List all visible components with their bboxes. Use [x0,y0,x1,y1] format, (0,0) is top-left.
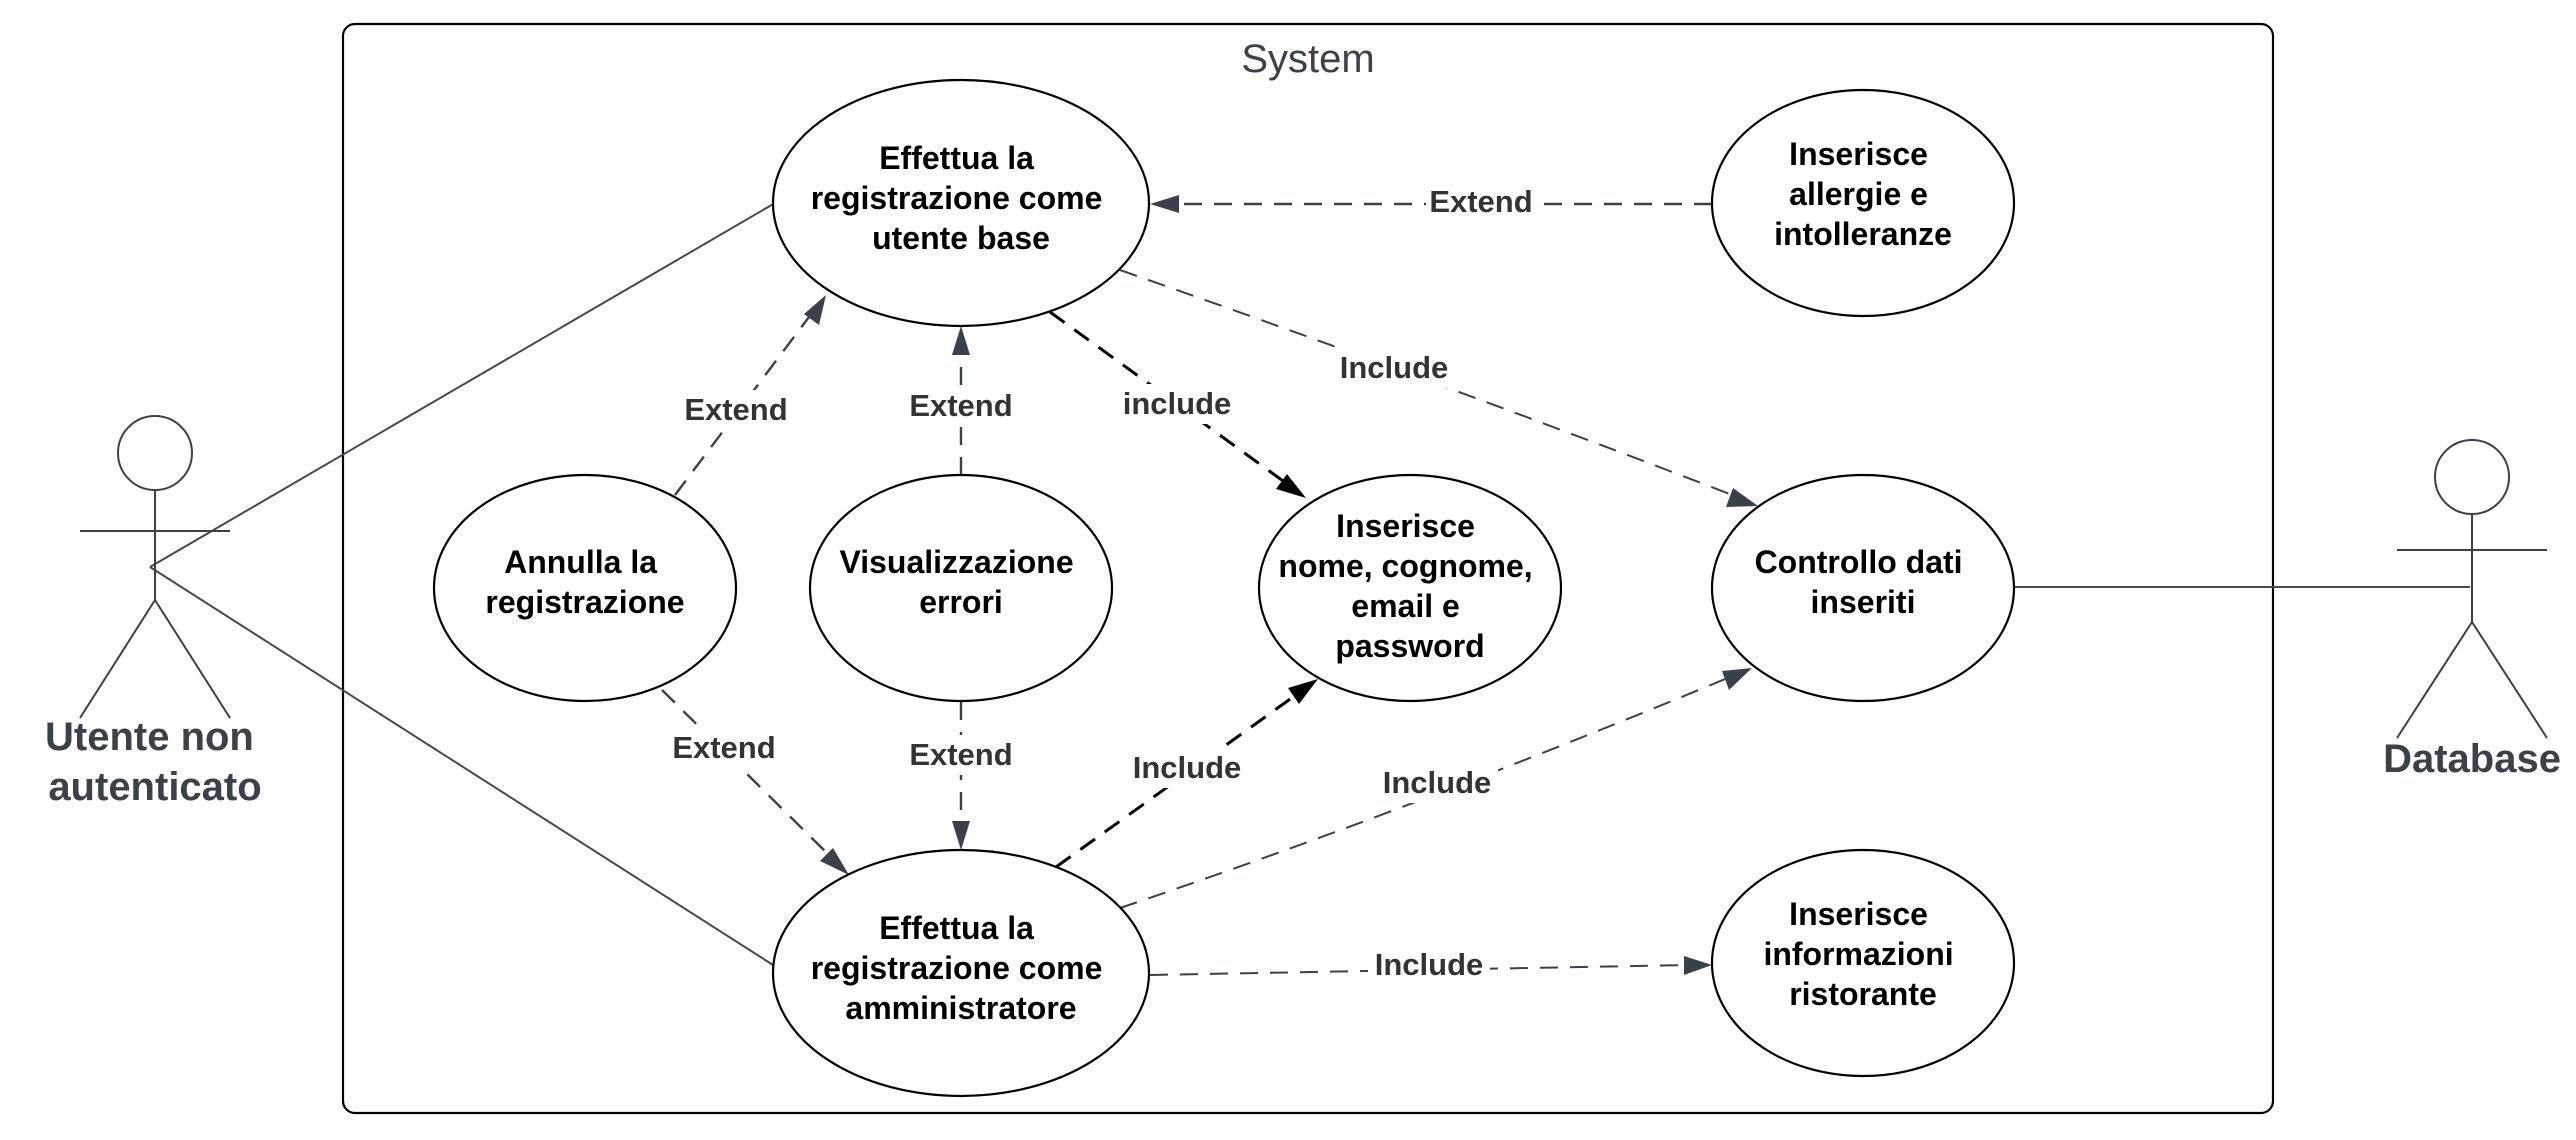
relation-label: Extend [684,392,787,427]
use-case-inserisce-allergie: Inserisce allergie e intolleranze [1710,88,2016,318]
arrow-head [952,326,970,355]
relation-line [1119,269,1736,497]
label-bg [1126,748,1248,788]
system-boundary-box [341,22,2275,1115]
use-case-ellipse [432,473,738,703]
relation-annulla-extends-admin: Extend [661,689,849,875]
relation-errori-extends-admin: Extend [905,702,1017,850]
system-boundary: System [341,22,2275,1115]
actor-right-leg [2471,621,2548,739]
association-utente-admin [149,566,774,966]
associations [149,202,2470,966]
arrow-head [1288,679,1318,704]
relation-errori-extends-base: Extend [905,326,1017,475]
arrow-head [1150,195,1179,213]
arrow-head [1726,488,1758,507]
label-bg [668,728,780,768]
relation-line [661,689,834,860]
actor-database: Database [2383,439,2561,781]
use-case-label: Inserisce nome, cognome, email e passwor… [1278,508,1541,664]
label-bg [1118,384,1236,424]
relation-label: Include [1383,765,1492,800]
relation-label: Include [1340,350,1449,385]
relation-base-includes-controllo: Include [1119,269,1758,507]
relation-allergie-extends-base: Extend [1150,182,1712,222]
relation-admin-includes-ristorante: Include [1149,945,1712,985]
label-bg [1368,945,1490,985]
use-case-label: Inserisce allergie e intolleranze [1774,136,1952,252]
use-case-inserisce-dati: Inserisce nome, cognome, email e passwor… [1257,473,1563,703]
label-bg [1376,763,1498,803]
use-case-label: Annulla la registrazione [485,544,684,620]
relation-label: include [1123,386,1232,421]
relation-label: Extend [672,730,775,765]
relation-admin-includes-dati: Include [1055,679,1318,869]
arrow-head [1722,668,1752,690]
use-case-ellipse [1710,88,2016,318]
relation-label: Include [1133,750,1242,785]
use-cases: Effettua la registrazione come utente ba… [432,78,2016,1098]
use-case-ellipse [1710,473,2016,703]
relation-annulla-extends-base: Extend [674,295,826,496]
actor-head [117,415,193,491]
relation-label: Extend [909,737,1012,772]
relation-line [674,312,813,496]
actor-left-leg [79,599,156,719]
arrow-head [804,295,826,325]
arrow-head [1276,474,1306,498]
actor-left-leg [2396,621,2473,739]
association-utente-base [149,202,776,568]
use-case-controllo-dati: Controllo dati inseriti [1710,473,2016,703]
arrow-head [952,821,970,850]
relation-admin-includes-controllo: Include [1119,668,1752,909]
relation-label: Extend [909,388,1012,423]
use-case-ellipse [771,848,1151,1098]
use-case-label: Effettua la registrazione come utente ba… [811,140,1112,256]
use-case-registrazione-utente-base: Effettua la registrazione come utente ba… [771,78,1151,328]
system-title: System [1241,37,1374,81]
actor-utente-non-autenticato: Utente non autenticato [45,415,265,809]
use-case-label: Visualizzazione errori [839,544,1082,620]
use-case-label: Effettua la registrazione come amministr… [811,910,1112,1026]
use-case-registrazione-amministratore: Effettua la registrazione come amministr… [771,848,1151,1098]
relations: Extend Include Extend Extend [661,182,1758,985]
label-bg [1426,182,1536,222]
actor-right-leg [154,599,231,719]
use-case-ellipse [1257,473,1563,703]
use-case-annulla-registrazione: Annulla la registrazione [432,473,738,703]
use-case-label: Controllo dati inseriti [1755,544,1972,620]
relation-label: Include [1375,947,1484,982]
label-bg [905,386,1017,426]
relation-base-includes-dati: include [1049,310,1306,498]
label-bg [680,390,792,430]
label-bg [1334,348,1454,388]
arrow-head [1684,956,1712,975]
use-case-ellipse [808,473,1114,703]
relation-line [1049,310,1291,488]
actor-head [2434,439,2510,515]
arrow-head [820,848,849,875]
label-bg [905,735,1017,775]
use-case-informazioni-ristorante: Inserisce informazioni ristorante [1710,848,2016,1078]
relation-label: Extend [1429,184,1532,219]
use-case-label: Inserisce informazioni ristorante [1763,896,1962,1012]
use-case-visualizzazione-errori: Visualizzazione errori [808,473,1114,703]
actor-label: Database [2383,737,2561,781]
use-case-ellipse [1710,848,2016,1078]
actor-label: Utente non autenticato [45,715,265,809]
use-case-ellipse [771,78,1151,328]
